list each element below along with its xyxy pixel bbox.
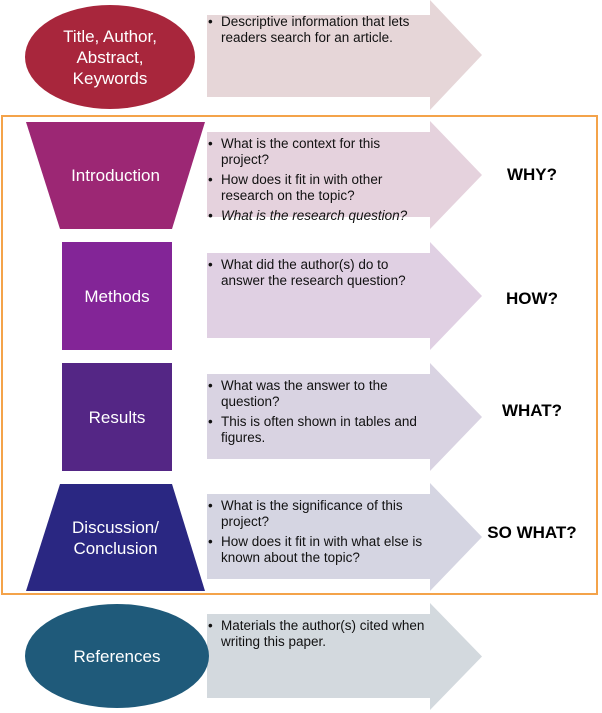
discussion-bullet: What is the significance of this project… [208,498,430,530]
discussion-bullet-list: What is the significance of this project… [208,498,430,570]
references-label-line: References [73,646,161,666]
introduction-bullet: What is the context for this project? [208,136,430,168]
discussion-bullet: How does it fit in with what else is kno… [208,534,430,566]
results-question: WHAT? [501,401,563,420]
methods-question: HOW? [506,289,558,308]
results-label-line: Results [88,407,146,427]
introduction-bullet-list: What is the context for this project? How… [208,136,430,228]
results-bullet: This is often shown in tables and figure… [208,414,430,446]
introduction-bullet: What is the research question? [208,208,430,224]
front-matter-shape [25,5,195,109]
discussion-label: Discussion/Conclusion [26,484,205,591]
references-label: References [25,604,209,708]
front-matter-label-line: Keywords [72,68,148,88]
discussion-shape [26,484,205,591]
discussion-label-line: Discussion/ [72,517,159,537]
methods-bullet: What did the author(s) do to answer the … [208,257,430,289]
results-bullet-list: What was the answer to the question? This… [208,378,430,450]
discussion-label-line: Conclusion [73,538,158,558]
references-bullet-list: Materials the author(s) cited when writi… [208,618,430,654]
methods-shape [62,242,172,350]
methods-bullet-list: What did the author(s) do to answer the … [208,257,430,293]
front-matter-bullet: Descriptive information that lets reader… [208,14,430,46]
methods-label-line: Methods [84,286,150,306]
results-shape [62,363,172,471]
methods-label: Methods [62,242,172,350]
front-matter-label-line: Title, Author, [63,26,157,46]
introduction-question: WHY? [506,165,558,184]
references-bullet: Materials the author(s) cited when writi… [208,618,430,650]
introduction-label-line: Introduction [71,166,160,185]
front-matter-label: Title, Author,Abstract,Keywords [25,5,195,109]
introduction-bullet: How does it fit in with other research o… [208,172,430,204]
front-matter-label-line: Abstract, [76,47,144,67]
references-shape [25,604,209,708]
results-bullet: What was the answer to the question? [208,378,430,410]
introduction-label: Introduction [26,122,205,229]
introduction-shape [26,122,205,229]
core-sections-frame [1,115,598,595]
front-matter-bullet-list: Descriptive information that lets reader… [208,14,430,50]
discussion-question: SO WHAT? [487,523,577,542]
results-label: Results [62,363,172,471]
